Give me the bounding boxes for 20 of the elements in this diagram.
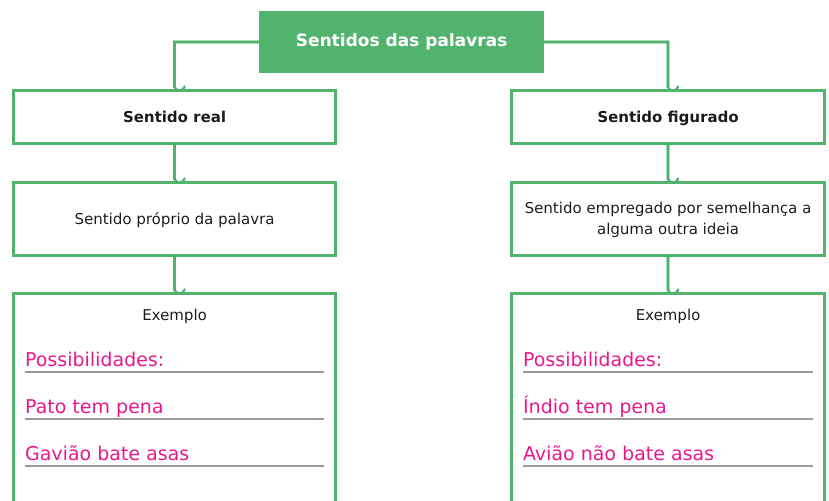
answer-text: Pato tem pena: [25, 396, 324, 420]
category-text: Sentido figurado: [597, 106, 739, 128]
definition-box: [12, 181, 337, 257]
definition-text: Sentido empregado por semelhança a alguma outra ideia: [524, 198, 812, 240]
category-box: [510, 89, 826, 145]
answer-text: Possibilidades:: [25, 350, 324, 373]
title-text: Sentidos das palavras: [296, 30, 508, 54]
example-heading: Exemplo: [142, 305, 207, 326]
answer-text: Avião não bate asas: [523, 444, 813, 467]
answer-text: Gavião bate asas: [25, 444, 324, 467]
definition-text: Sentido próprio da palavra: [74, 208, 274, 230]
category-text: Sentido real: [122, 106, 226, 128]
example-box: [510, 292, 826, 501]
definition-box: [510, 181, 826, 257]
answer-text: Índio tem pena: [523, 396, 813, 420]
answer-text: Possibilidades:: [523, 350, 813, 373]
example-box: [12, 292, 337, 501]
example-heading: Exemplo: [636, 305, 700, 326]
title-box: [259, 11, 544, 73]
category-box: [12, 89, 337, 145]
